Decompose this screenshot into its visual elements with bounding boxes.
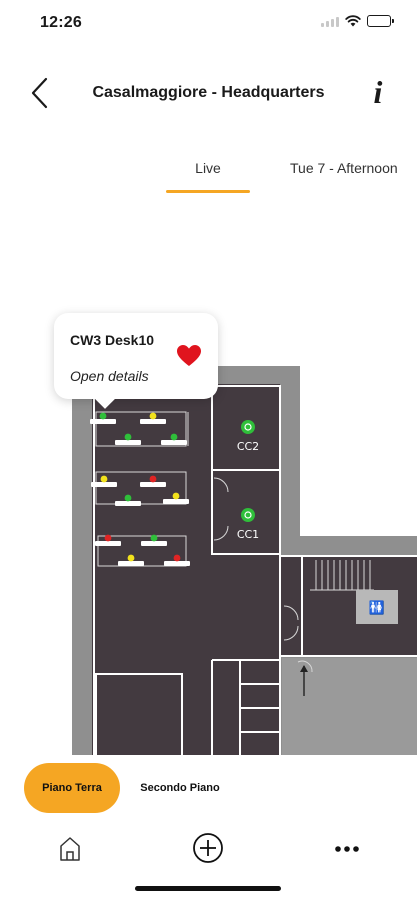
desk-marker[interactable]: [163, 492, 189, 504]
tab-live[interactable]: Live: [195, 160, 221, 176]
chevron-left-icon: [31, 77, 48, 109]
floor-secondo-piano[interactable]: Secondo Piano: [140, 782, 220, 794]
room-cc1-label: CC1: [237, 528, 259, 541]
desk-marker[interactable]: [115, 433, 141, 445]
tabs: Live Tue 7 - Afternoon: [0, 150, 417, 196]
desk-marker[interactable]: [95, 534, 121, 546]
desk-marker[interactable]: [118, 554, 144, 566]
popup-title: CW3 Desk10: [70, 332, 155, 348]
desk-popup[interactable]: CW3 Desk10 Open details: [54, 313, 218, 399]
home-indicator: [135, 886, 281, 891]
cellular-signal-icon: [321, 15, 339, 27]
floor-piano-terra[interactable]: Piano Terra: [24, 763, 120, 813]
room-cc2-label: CC2: [237, 440, 259, 453]
desk-marker[interactable]: [164, 554, 190, 566]
floor-plan: 🚻: [72, 366, 417, 755]
bottom-tab-bar: [0, 822, 417, 872]
status-bar: 12:26: [0, 0, 417, 44]
page-title: Casalmaggiore - Headquarters: [92, 84, 325, 101]
room-cc2[interactable]: CC2: [230, 418, 266, 458]
desk-marker[interactable]: [140, 412, 166, 424]
back-button[interactable]: [26, 76, 56, 110]
desk-markers: [90, 412, 190, 566]
wifi-icon: [345, 15, 361, 27]
add-circle-icon[interactable]: [188, 830, 228, 866]
floor-map[interactable]: 🚻 CC2 CC1: [0, 200, 417, 755]
room-cc1[interactable]: CC1: [230, 505, 266, 545]
nav-header: Casalmaggiore - Headquarters i: [0, 60, 417, 126]
status-time: 12:26: [40, 14, 82, 31]
info-button[interactable]: i: [373, 74, 383, 110]
desk-marker[interactable]: [141, 534, 167, 546]
heart-icon[interactable]: [176, 344, 202, 368]
tab-afternoon[interactable]: Tue 7 - Afternoon: [290, 160, 398, 176]
desk-marker[interactable]: [91, 475, 117, 487]
desk-marker[interactable]: [140, 475, 166, 487]
desk-marker[interactable]: [161, 433, 187, 445]
desk-marker[interactable]: [90, 412, 116, 424]
battery-icon: [367, 15, 394, 27]
svg-text:🚻: 🚻: [369, 600, 385, 616]
open-details-link[interactable]: Open details: [70, 368, 149, 384]
status-icons: [321, 15, 394, 27]
more-icon[interactable]: [327, 830, 367, 866]
home-icon[interactable]: [50, 830, 90, 866]
desk-marker[interactable]: [115, 494, 141, 506]
floor-selector: Piano Terra Secondo Piano: [0, 758, 417, 820]
tab-active-indicator: [166, 190, 250, 193]
